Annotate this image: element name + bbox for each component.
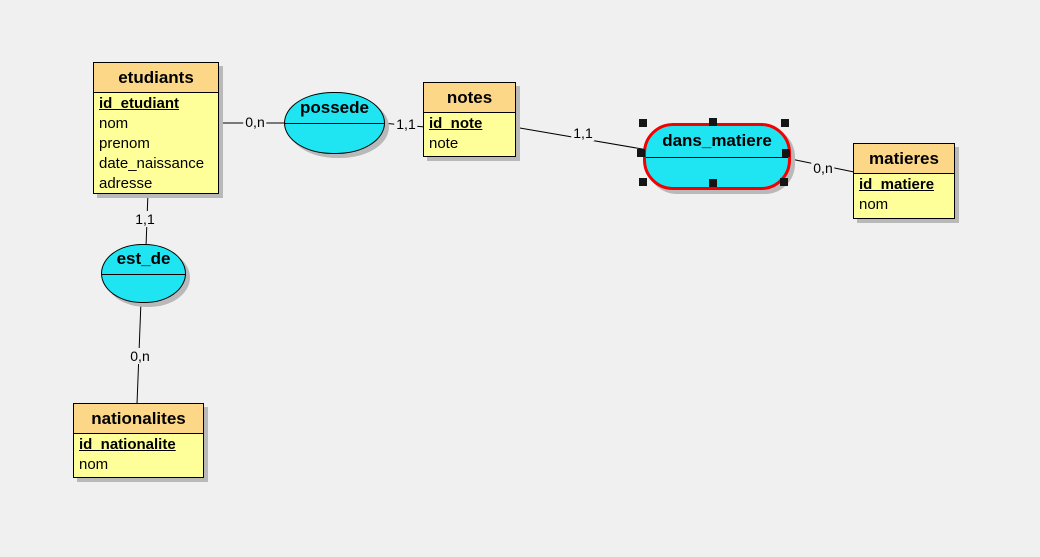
entity-attribute-list: id_etudiant nom prenom date_naissance ad… [94,93,218,194]
entity-attribute: nom [859,196,889,213]
relation-dans-matiere[interactable]: dans_matiere [643,123,791,190]
cardinality-label[interactable]: 0,n [128,348,152,364]
relation-divider [102,273,185,275]
entity-attribute: nom [79,456,109,473]
selection-handle-top-right[interactable] [781,119,789,127]
entity-title: matieres [854,144,954,174]
selection-handle-bottom-center[interactable] [709,179,717,187]
relation-title: dans_matiere [662,131,772,151]
entity-attribute-list: id_matiere nom [854,174,954,215]
entity-title: etudiants [94,63,218,93]
cardinality-label[interactable]: 0,n [243,114,267,130]
selection-handle-middle-right[interactable] [782,149,790,157]
cardinality-label[interactable]: 0,n [811,160,835,176]
entity-attribute: prenom [99,135,150,152]
entity-title: nationalites [74,404,203,434]
selection-handle-middle-left[interactable] [637,149,645,157]
relation-title: est_de [116,249,171,269]
selection-handle-top-center[interactable] [709,118,717,126]
relation-possede[interactable]: possede [284,92,385,154]
entity-key-attribute: id_matiere [859,176,935,193]
cardinality-label[interactable]: 1,1 [571,125,595,141]
cardinality-label[interactable]: 1,1 [394,116,418,132]
entity-key-attribute: id_etudiant [99,95,180,112]
entity-nationalites[interactable]: nationalites id_nationalite nom [73,403,204,478]
relation-divider [285,123,384,124]
entity-attribute: date_naissance [99,155,205,172]
relation-title: possede [300,98,369,117]
cardinality-label[interactable]: 1,1 [133,211,157,227]
selection-handle-bottom-left[interactable] [639,178,647,186]
entity-key-attribute: id_note [429,115,483,132]
selection-handle-top-left[interactable] [639,119,647,127]
entity-attribute-list: id_nationalite nom [74,434,203,475]
entity-title: notes [424,83,515,113]
entity-etudiants[interactable]: etudiants id_etudiant nom prenom date_na… [93,62,219,194]
entity-notes[interactable]: notes id_note note [423,82,516,157]
entity-matieres[interactable]: matieres id_matiere nom [853,143,955,219]
relation-divider [646,156,788,158]
selection-handle-bottom-right[interactable] [780,178,788,186]
entity-attribute: nom [99,115,129,132]
relation-est-de[interactable]: est_de [101,244,186,303]
entity-key-attribute: id_nationalite [79,436,176,453]
entity-attribute: note [429,135,459,152]
entity-attribute: adresse [99,175,153,192]
entity-attribute-list: id_note note [424,113,515,154]
